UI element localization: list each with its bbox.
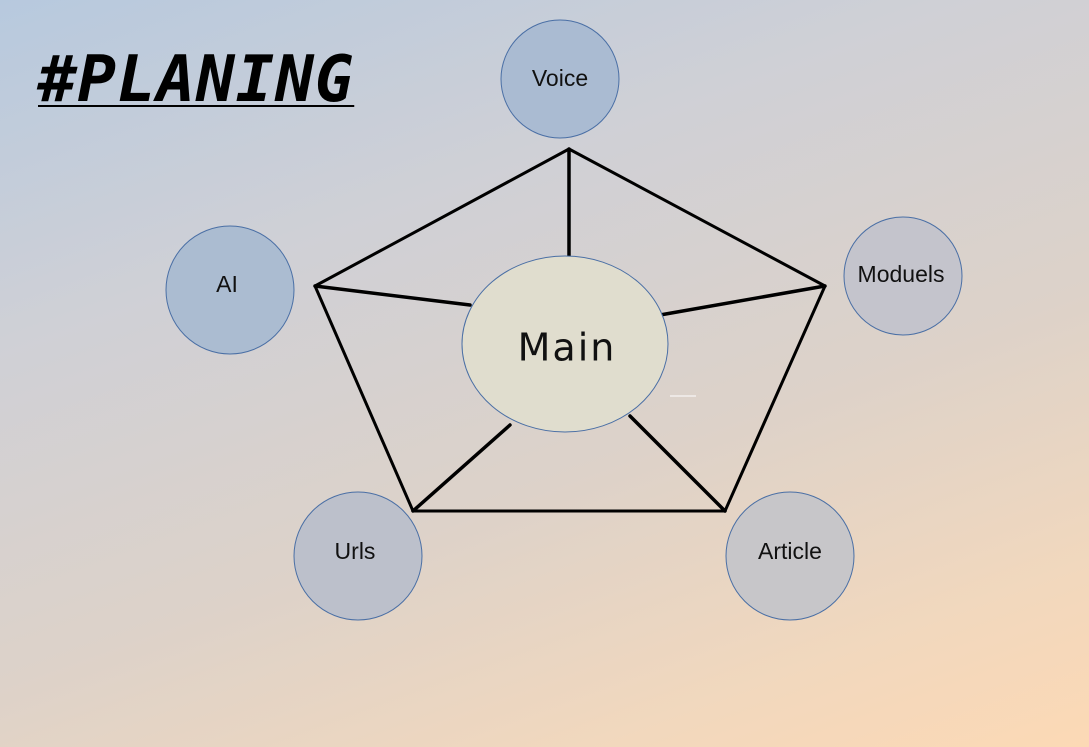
node-voice-shape[interactable] — [500, 19, 620, 139]
spoke-urls — [411, 423, 512, 513]
spoke-moduels — [658, 284, 827, 317]
edge-voice-moduels — [567, 147, 827, 288]
spoke-edges — [313, 147, 827, 513]
node-main-label: Main — [518, 326, 617, 370]
node-article[interactable]: Article — [725, 491, 855, 621]
edge-urls-ai — [313, 284, 415, 513]
spoke-article — [628, 414, 727, 513]
node-voice[interactable]: Voice — [500, 19, 620, 139]
node-main-shape[interactable] — [461, 255, 669, 433]
node-urls-shape[interactable] — [293, 491, 423, 621]
node-moduels-label: Moduels — [858, 261, 945, 287]
edge-moduels-article — [723, 284, 827, 513]
node-ai[interactable]: AI — [165, 225, 295, 355]
node-urls[interactable]: Urls — [293, 491, 423, 621]
edge-ai-voice — [313, 147, 571, 288]
node-article-label: Article — [758, 538, 822, 564]
node-ai-label: AI — [216, 271, 238, 297]
node-voice-label: Voice — [532, 65, 588, 91]
node-article-shape[interactable] — [725, 491, 855, 621]
pentagon-edges — [313, 147, 827, 513]
page-title: #PLANING — [38, 43, 355, 117]
node-moduels[interactable]: Moduels — [843, 216, 963, 336]
spoke-ai — [313, 284, 472, 307]
node-ai-shape[interactable] — [165, 225, 295, 355]
node-urls-label: Urls — [335, 538, 376, 564]
node-moduels-shape[interactable] — [843, 216, 963, 336]
node-main[interactable]: Main — [461, 255, 669, 433]
